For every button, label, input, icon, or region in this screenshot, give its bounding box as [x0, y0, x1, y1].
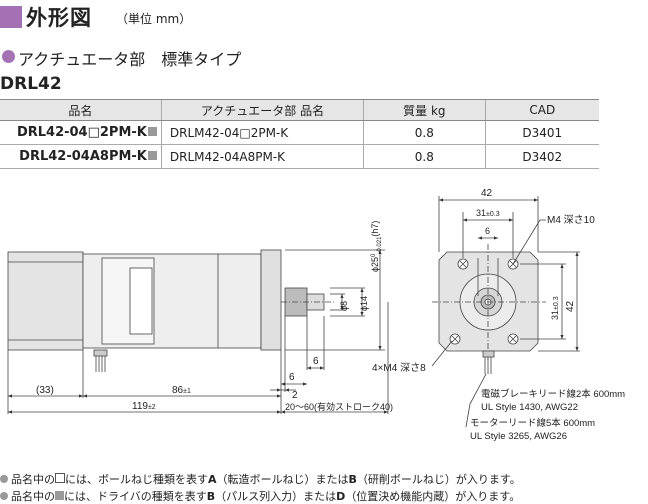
dim-6-front: 6: [485, 226, 490, 236]
model-name: DRL42: [0, 74, 62, 94]
note-bullet: [0, 492, 8, 500]
dim-42-right: 42: [565, 300, 576, 312]
section-title: アクチュエータ部 標準タイプ: [18, 50, 242, 69]
header-cell-cad: CAD: [484, 99, 599, 121]
dim-stroke: 20～60(有効ストローク40): [285, 401, 393, 412]
note-code-b: B: [348, 473, 357, 486]
dim-42-top: 42: [481, 188, 493, 199]
cell-mass: 0.8: [363, 144, 486, 169]
dim-86: 86±1: [172, 385, 191, 396]
cell-cad[interactable]: D3401: [484, 120, 599, 145]
dim-phi14: ϕ14: [359, 296, 369, 311]
dim-31-right: 31±0.3: [550, 296, 560, 320]
spec-table: 品名 アクチュエータ部 品名 質量 kg CAD DRL42-04□2PM-K …: [0, 99, 599, 169]
gray-square-icon: [147, 151, 157, 160]
front-view: [431, 196, 580, 428]
motor-lead-spec: モーターリード線5本 600mm: [470, 417, 595, 429]
dim-86-tol: ±1: [183, 388, 191, 395]
cell-mass: 0.8: [363, 120, 486, 145]
header-square-mark: [0, 6, 22, 28]
flange: [260, 249, 282, 351]
note-text: （転造ボールねじ）または: [216, 473, 349, 486]
note-bullet: [0, 475, 8, 483]
dim-31-top: 31±0.3: [476, 208, 500, 218]
note-text: （研削ボールねじ）が入ります。: [356, 473, 521, 486]
dim-86-value: 86: [172, 385, 184, 396]
dim-31-right-tol: ±0.3: [553, 296, 560, 310]
header-cell-name: 品名: [0, 99, 162, 121]
header-cell-actuator: アクチュエータ部 品名: [160, 99, 364, 121]
white-square-icon: [55, 473, 65, 483]
note-driver-type: 品名中のには、ドライバの種類を表すB（パルス列入力）またはD（位置決め機能内蔵）…: [0, 488, 520, 504]
page-title: 外形図: [26, 6, 92, 30]
cell-cad[interactable]: D3402: [484, 144, 599, 169]
dim-phi25-tol-lower: -0.021: [377, 236, 383, 254]
header-cell-mass: 質量 kg: [363, 99, 486, 121]
side-lead-wires: [93, 349, 108, 372]
brake-lead-ul: UL Style 1430, AWG22: [481, 402, 578, 413]
note-ball-screw: 品名中のには、ボールねじ種類を表すA（転造ボールねじ）またはB（研削ボールねじ）…: [0, 471, 521, 487]
cell-actuator: DRLM42-04□2PM-K: [160, 120, 364, 145]
note-text: （位置決め機能内蔵）が入ります。: [345, 490, 521, 503]
dim-phi25-tol-upper: 0: [371, 253, 377, 257]
dim-31-right-value: 31: [550, 310, 560, 320]
dim-33: (33): [36, 385, 54, 396]
product-name: DRL42-04□2PM-K: [16, 125, 147, 140]
cell-actuator: DRLM42-04A8PM-K: [160, 144, 364, 169]
dim-119-value: 119: [132, 401, 148, 412]
dim-phi25-value: ϕ25: [370, 257, 380, 272]
table-row: DRL42-04A8PM-K DRLM42-04A8PM-K 0.8 D3402: [0, 144, 599, 169]
front-lead-wires: [482, 350, 495, 374]
m4-depth-10-label: M4 深さ10: [547, 214, 595, 226]
motor-body: [7, 251, 84, 351]
gray-square-icon: [147, 127, 157, 136]
product-name: DRL42-04A8PM-K: [19, 149, 147, 164]
dim-119-tol: ±2: [148, 404, 156, 411]
note-text: （パルス列入力）または: [215, 490, 337, 503]
m4x4-depth-8-label: 4×M4 深さ8: [372, 362, 426, 374]
table-header-row: 品名 アクチュエータ部 品名 質量 kg CAD: [0, 99, 599, 121]
dim-6-flange: 6: [289, 372, 295, 383]
note-code-a: A: [208, 473, 217, 486]
dim-phi25-fit: (h7): [370, 221, 380, 237]
dim-6-rod: 6: [313, 356, 319, 367]
dim-119: 119±2: [132, 401, 156, 412]
section-bullet: [2, 50, 15, 63]
brake-lead-spec: 電磁ブレーキリード線2本 600mm: [481, 388, 625, 400]
note-code-b: B: [206, 490, 216, 503]
note-text: 品名中の: [11, 490, 55, 503]
side-view-labels: (33) 86±1 119±2 6 6 2 20～60(有効ストローク40) ϕ…: [36, 221, 393, 412]
unit-label: （単位 mm）: [116, 12, 192, 26]
dim-31-top-tol: ±0.3: [486, 211, 500, 218]
cell-name: DRL42-04□2PM-K: [0, 120, 162, 145]
note-text: には、ボールねじ種類を表す: [65, 473, 208, 486]
note-text: には、ドライバの種類を表す: [64, 490, 207, 503]
motor-lead-ul: UL Style 3265, AWG26: [470, 431, 567, 442]
gray-square-icon: [55, 491, 64, 500]
note-code-d: D: [336, 490, 346, 503]
dim-phi25: ϕ250-0.021(h7): [370, 221, 383, 272]
dim-2: 2: [292, 390, 298, 401]
front-view-labels: 42 31±0.3 6 M4 深さ10 42 31±0.3 4×M4 深さ8 電…: [372, 188, 625, 442]
dim-phi8: ϕ8: [339, 301, 349, 311]
table-row: DRL42-04□2PM-K DRLM42-04□2PM-K 0.8 D3401: [0, 120, 599, 145]
dim-31-top-value: 31: [476, 208, 486, 218]
cell-name: DRL42-04A8PM-K: [0, 144, 162, 169]
side-view: [7, 249, 389, 414]
note-text: 品名中の: [11, 473, 55, 486]
